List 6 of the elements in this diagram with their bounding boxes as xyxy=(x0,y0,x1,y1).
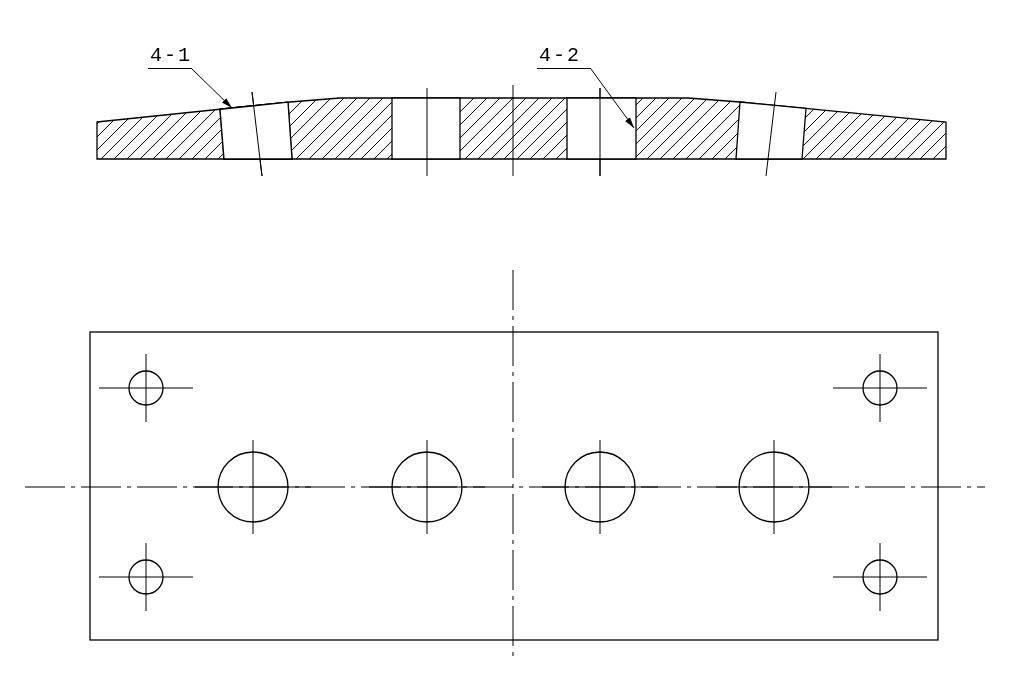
leader-line xyxy=(191,68,233,109)
part-number-label: 4-2 xyxy=(537,45,591,69)
hole-section xyxy=(566,97,637,160)
part-number-label: 4-1 xyxy=(148,45,192,69)
tapered-hole-section xyxy=(219,101,293,160)
leader-line xyxy=(590,68,635,129)
